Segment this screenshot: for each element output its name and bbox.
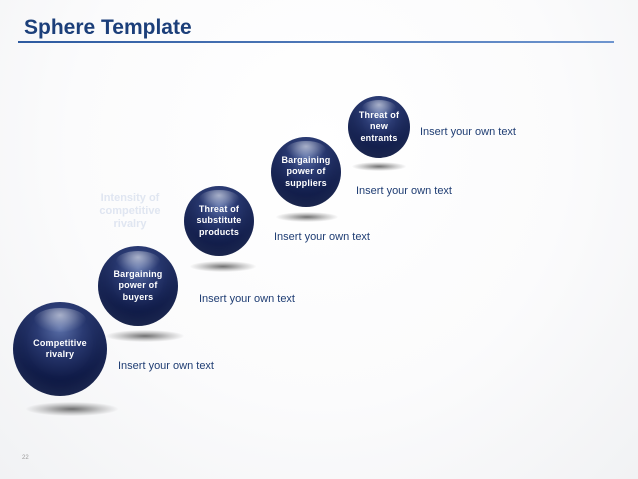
- step-text-competitive-rivalry: Insert your own text: [118, 360, 214, 372]
- sphere-bargaining-power-of-buyers: Bargaining power of buyers: [98, 246, 178, 326]
- sphere-label: Competitive rivalry: [33, 337, 87, 360]
- sphere-shadow: [190, 261, 256, 272]
- sphere-bargaining-power-of-suppliers: Bargaining power of suppliers: [271, 137, 341, 207]
- sphere-competitive-rivalry: Competitive rivalry: [13, 302, 107, 396]
- sphere-shadow: [276, 212, 338, 222]
- step-text-bargaining-power-of-suppliers: Insert your own text: [356, 185, 452, 197]
- sphere-label: Threat of new entrants: [358, 109, 400, 143]
- step-text-bargaining-power-of-buyers: Insert your own text: [199, 293, 295, 305]
- title-divider: [18, 41, 614, 43]
- sphere-shadow: [106, 330, 184, 342]
- page-number: 22: [22, 455, 29, 461]
- sphere-label: Bargaining power of buyers: [113, 268, 163, 302]
- page-title: Sphere Template: [24, 16, 192, 39]
- step-text-threat-of-substitute-products: Insert your own text: [274, 231, 370, 243]
- step-text-threat-of-new-entrants: Insert your own text: [420, 126, 516, 138]
- sphere-threat-of-substitute-products: Threat of substitute products: [184, 186, 254, 256]
- sphere-shadow: [26, 402, 118, 416]
- sphere-threat-of-new-entrants: Threat of new entrants: [348, 96, 410, 158]
- watermark-text: Intensity of competitive rivalry: [99, 192, 161, 230]
- sphere-label: Bargaining power of suppliers: [281, 154, 331, 188]
- sphere-shadow: [352, 162, 406, 171]
- sphere-label: Threat of substitute products: [196, 203, 242, 237]
